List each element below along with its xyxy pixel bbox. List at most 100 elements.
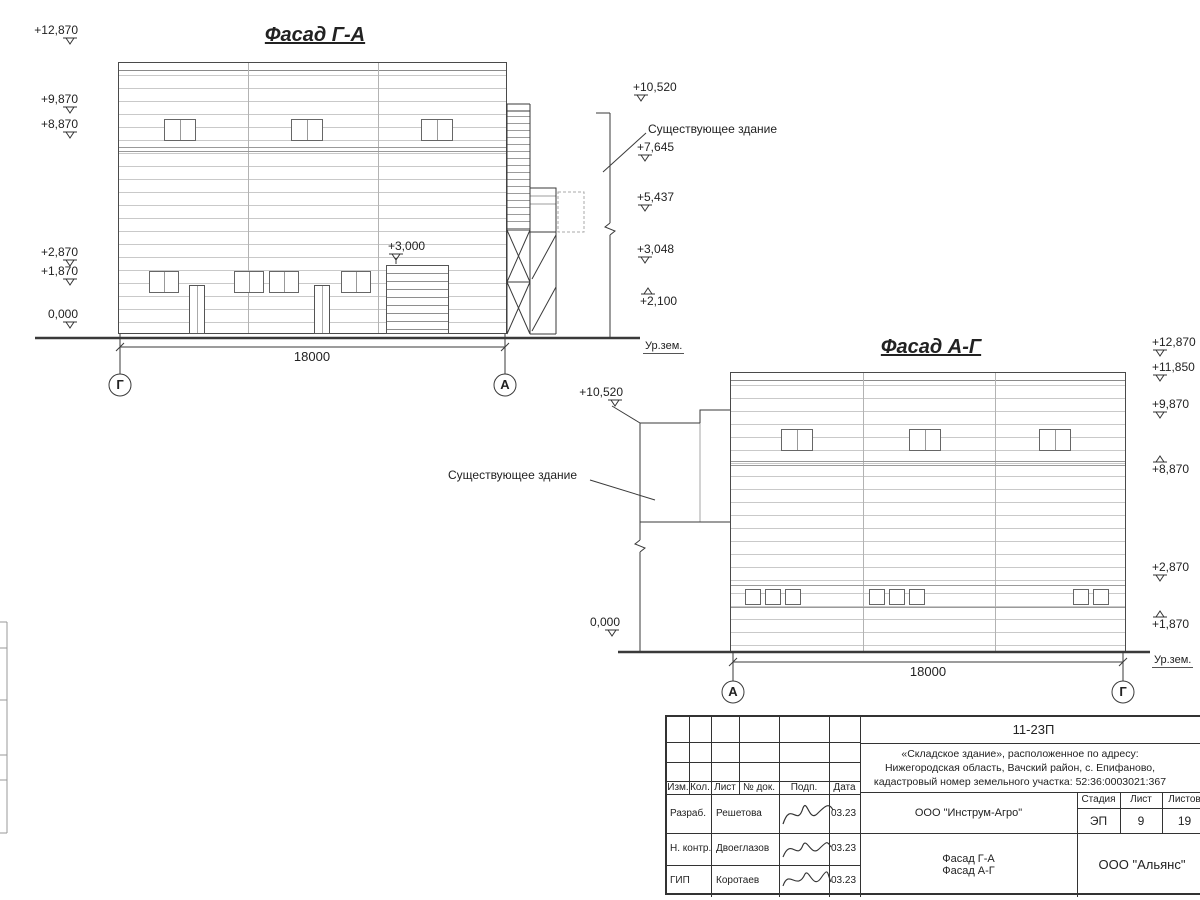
small-window (889, 589, 905, 605)
tb-sheets-header: Листов (1168, 794, 1200, 805)
existing-building-label: Существующее здание (448, 468, 578, 482)
elevation-value: +12,870 (1152, 335, 1196, 349)
tb-sheets-value: 19 (1177, 813, 1192, 828)
elevation-value: +7,645 (637, 140, 675, 154)
tb-role: Разраб. (670, 807, 707, 819)
tb-line (1077, 792, 1078, 897)
tb-line (667, 742, 860, 743)
elevation-mark: +9,870 (28, 93, 78, 114)
tb-date: 03.23 (830, 875, 857, 886)
panel-joint (863, 373, 864, 651)
level-mark-icon (1153, 349, 1167, 357)
tb-line (667, 781, 860, 782)
tb-line (667, 865, 860, 866)
tb-col-kol: Кол. (690, 781, 710, 793)
tb-organization: ООО "Альянс" (1098, 857, 1186, 872)
window (164, 119, 196, 141)
facade-band (731, 607, 1125, 608)
elevation-value: +11,850 (1152, 360, 1195, 374)
gate-door (386, 265, 449, 334)
elevation-value: +10,520 (633, 80, 677, 94)
panel-joint (248, 63, 249, 333)
window (1039, 429, 1071, 451)
elevation-value: +3,000 (388, 239, 426, 253)
window (269, 271, 299, 293)
facade-band (119, 147, 506, 148)
level-mark-icon (389, 253, 403, 261)
level-mark-icon (63, 259, 77, 267)
tb-col-izm: Изм. (667, 781, 689, 793)
tb-role: Н. контр. (670, 843, 712, 854)
elevation-mark: +9,870 (1152, 398, 1189, 419)
tb-line (739, 717, 740, 794)
tb-col-ndok: № док. (742, 781, 776, 793)
level-mark-icon (608, 399, 622, 407)
tb-stage-header: Стадия (1081, 794, 1116, 805)
facade-band (731, 461, 1125, 462)
window (341, 271, 371, 293)
small-window (1073, 589, 1089, 605)
elevation-mark: +3,000 (388, 240, 425, 261)
axis-marker: А (728, 684, 738, 699)
level-mark-icon (1153, 411, 1167, 419)
level-mark-icon (1153, 574, 1167, 582)
facade-ga-building (118, 62, 507, 334)
level-mark-icon (638, 256, 652, 264)
level-mark-icon (605, 629, 619, 637)
tb-line (860, 792, 1200, 793)
tb-line (667, 762, 860, 763)
window (781, 429, 813, 451)
tb-project-description: «Складское здание», расположенное по адр… (863, 747, 1177, 789)
small-window (765, 589, 781, 605)
level-mark-icon (63, 321, 77, 329)
elevation-value: +5,437 (637, 190, 675, 204)
signature (782, 871, 832, 887)
elevation-mark: +10,520 (568, 386, 623, 407)
elevation-value: 0,000 (589, 615, 620, 629)
tb-line (1120, 792, 1121, 833)
title-block: Изм. Кол. Лист № док. Подп. Дата Разраб.… (665, 715, 1200, 897)
elevation-mark: +7,645 (637, 141, 674, 162)
elevation-value: +2,870 (1152, 560, 1190, 574)
tb-role: ГИП (670, 875, 690, 886)
tb-date: 03.23 (830, 807, 857, 819)
window (909, 429, 941, 451)
elevation-mark: 0,000 (572, 616, 620, 637)
tb-description-line: «Складское здание», расположенное по адр… (901, 748, 1139, 760)
tb-name: Двоеглазов (716, 843, 770, 854)
small-window (909, 589, 925, 605)
axis-marker: Г (116, 377, 124, 392)
elevation-mark: +3,048 (637, 243, 674, 264)
tb-description-line: кадастровый номер земельного участка: 52… (873, 776, 1167, 788)
elevation-value: +1,870 (40, 264, 78, 278)
elevation-mark: +1,870 (1152, 610, 1189, 631)
small-window (745, 589, 761, 605)
elevation-mark: +8,870 (28, 118, 78, 139)
elevation-value: +10,520 (579, 385, 623, 399)
level-mark-icon (63, 106, 77, 114)
elevation-value: +8,870 (1152, 462, 1190, 476)
tb-line (667, 833, 1200, 834)
small-window (869, 589, 885, 605)
window (234, 271, 264, 293)
tb-line (711, 717, 712, 897)
elevation-value: +2,100 (640, 294, 678, 308)
elevation-value: +2,870 (40, 245, 78, 259)
elevation-mark: +11,850 (1152, 361, 1195, 382)
dimension-label: 18000 (909, 664, 947, 679)
signature (782, 842, 832, 858)
elevation-mark: +12,870 (28, 24, 78, 45)
axis-marker: Г (1119, 684, 1127, 699)
dimension-label: 18000 (293, 349, 331, 364)
facade-ag-title: Фасад А-Г (880, 336, 982, 358)
tb-line (1077, 808, 1200, 809)
level-mark-icon (638, 154, 652, 162)
signature (782, 805, 834, 825)
tb-line (829, 717, 830, 897)
level-mark-icon (63, 131, 77, 139)
tb-sheet-title-line: Фасад Г-А (942, 853, 995, 865)
window (421, 119, 453, 141)
level-mark-icon (63, 278, 77, 286)
small-window (1093, 589, 1109, 605)
